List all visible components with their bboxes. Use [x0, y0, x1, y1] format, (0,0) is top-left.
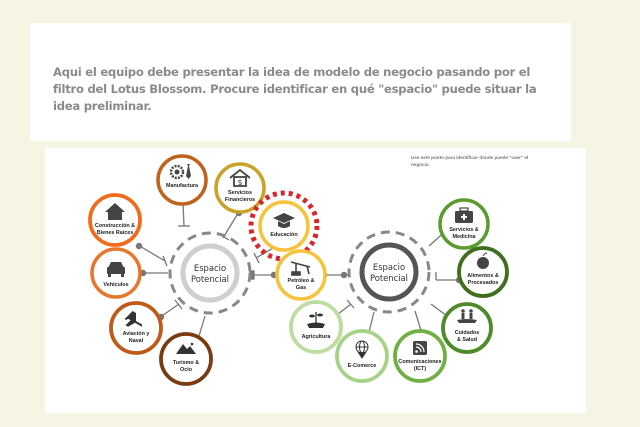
right-hub-line1: Espacio	[373, 262, 405, 272]
svg-text:Servicios &: Servicios &	[449, 227, 478, 233]
svg-text:Educación: Educación	[270, 232, 297, 238]
right-hub: Espacio Potencial	[347, 230, 431, 314]
node-educacion[interactable]: Educación	[248, 190, 320, 262]
left-hub-line1: Espacio	[194, 263, 226, 273]
svg-text:Agricultura: Agricultura	[302, 334, 332, 340]
svg-text:Turismo &: Turismo &	[173, 360, 199, 366]
node-petroleo[interactable]: Petróleo & Gas	[275, 249, 327, 301]
plant-hand-icon	[307, 312, 325, 328]
gear-tie-icon	[169, 164, 191, 180]
svg-text:Gas: Gas	[296, 285, 306, 291]
lotus-blossom-diagram: Use este punto para identificar donde pu…	[45, 148, 586, 413]
svg-text:Petróleo &: Petróleo &	[288, 278, 315, 284]
node-alimentos[interactable]: Alimentos & Procesados	[457, 246, 509, 298]
oil-pump-icon	[290, 261, 311, 276]
diagram-canvas: Espacio Potencial Espacio Potencial Manu…	[88, 154, 509, 386]
instruction-text: Aqui el equipo debe presentar la idea de…	[53, 65, 537, 113]
people-hand-icon	[457, 309, 477, 323]
svg-text:Manufactura: Manufactura	[166, 183, 199, 189]
svg-text:Aviación y: Aviación y	[123, 331, 150, 337]
node-aviacion[interactable]: Aviación y Naval	[109, 301, 163, 355]
node-turismo[interactable]: Turismo & Ocio	[159, 332, 213, 386]
graduation-cap-icon	[273, 213, 295, 228]
svg-text:(ICT): (ICT)	[414, 366, 426, 372]
svg-text:Procesados: Procesados	[468, 280, 499, 286]
svg-text:E-Comerce: E-Comerce	[348, 363, 376, 369]
medkit-icon	[455, 207, 473, 223]
node-comunicaciones[interactable]: Comunicaciones (ICT)	[393, 329, 447, 383]
node-manufactura[interactable]: Manufactura	[156, 154, 208, 206]
svg-text:Ocio: Ocio	[180, 367, 193, 373]
mountain-icon	[176, 342, 196, 354]
svg-text:& Salud: & Salud	[457, 337, 477, 343]
node-agricultura[interactable]: Agricultura	[289, 300, 343, 354]
instruction-card: Aqui el equipo debe presentar la idea de…	[30, 23, 571, 141]
svg-text:Naval: Naval	[129, 338, 144, 344]
node-servicios-financieros[interactable]: $ Servicios Financieros	[214, 162, 266, 214]
right-hub-line2: Potencial	[370, 273, 408, 283]
node-construccion[interactable]: Construcción & Bienes Raíces	[88, 193, 142, 247]
svg-text:Bienes Raíces: Bienes Raíces	[97, 230, 134, 236]
svg-text:Servicios: Servicios	[228, 190, 252, 196]
car-icon	[107, 262, 125, 277]
left-hub: Espacio Potencial	[168, 231, 252, 315]
svg-text:Comunicaciones: Comunicaciones	[398, 359, 441, 365]
svg-text:Financieros: Financieros	[225, 197, 255, 203]
svg-text:Cuidados: Cuidados	[455, 330, 480, 336]
rss-icon	[413, 341, 427, 355]
svg-text:Alimentos &: Alimentos &	[467, 273, 499, 279]
svg-text:Medicina: Medicina	[452, 234, 476, 240]
diagram-note: Use este punto para identificar donde pu…	[411, 155, 529, 167]
node-vehiculos[interactable]: Vehículos	[90, 247, 142, 299]
left-hub-line2: Potencial	[191, 274, 229, 284]
bank-dollar-icon: $	[229, 168, 251, 187]
node-ecomerce[interactable]: E-Comerce	[335, 329, 389, 383]
house-icon	[105, 203, 125, 220]
airplane-icon	[124, 310, 143, 327]
svg-text:$: $	[237, 178, 242, 187]
apple-icon	[477, 252, 489, 269]
svg-text:Vehículos: Vehículos	[103, 282, 128, 288]
node-cuidados[interactable]: Cuidados & Salud	[441, 302, 493, 354]
globe-hand-icon	[355, 340, 369, 359]
svg-text:Construcción &: Construcción &	[95, 223, 135, 229]
node-servicios-medicina[interactable]: Servicios & Medicina	[438, 198, 490, 250]
